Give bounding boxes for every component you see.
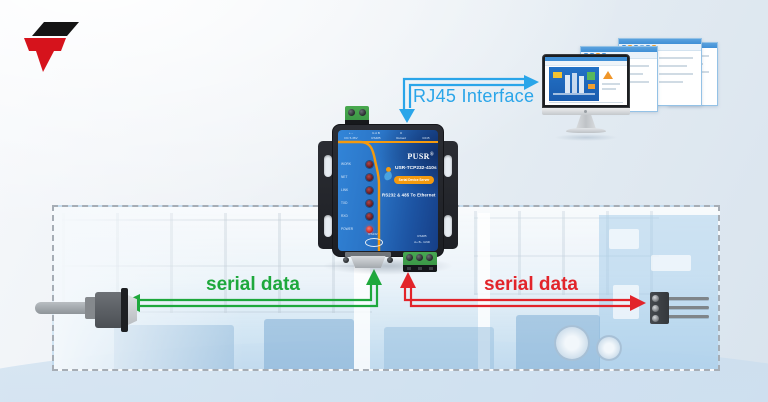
led-label: WORK bbox=[341, 162, 351, 166]
rj45-interface-label: RJ45 Interface bbox=[413, 86, 535, 106]
monitor-base bbox=[566, 128, 606, 133]
orange-stripe bbox=[338, 140, 381, 251]
device-front-panel: + − DC 5-36V G A B RS485 ⊙ Reload RJ45 W… bbox=[338, 130, 438, 251]
led-label: TXD bbox=[341, 201, 348, 205]
led-net bbox=[366, 174, 373, 181]
serial-device-server: + − DC 5-36V G A B RS485 ⊙ Reload RJ45 W… bbox=[318, 105, 458, 277]
factory-machine bbox=[264, 319, 354, 369]
screen-logo-mark bbox=[603, 71, 613, 79]
monitor-stand bbox=[576, 115, 596, 129]
rs232-port-label: RS232 bbox=[368, 232, 378, 236]
led-rxd bbox=[366, 213, 373, 220]
led-work bbox=[366, 161, 373, 168]
wire bbox=[669, 315, 709, 318]
led-label: POWER bbox=[341, 227, 354, 231]
factory-wheel bbox=[554, 325, 590, 361]
power-terminal-block bbox=[345, 106, 369, 126]
terminal-block-connector bbox=[648, 292, 714, 328]
rj45-arrow bbox=[399, 75, 539, 123]
serial-arrow-red bbox=[400, 272, 646, 311]
model-text: USR-TCP232-410s bbox=[395, 165, 437, 171]
led-link bbox=[366, 187, 373, 194]
usr-mascot-icon bbox=[386, 167, 391, 172]
computer-monitor-group bbox=[540, 36, 720, 146]
led-label: RXD bbox=[341, 214, 348, 218]
factory-wheel bbox=[596, 335, 622, 361]
scada-software-view bbox=[549, 67, 599, 101]
db9-serial-connector bbox=[35, 283, 145, 335]
led-txd bbox=[366, 200, 373, 207]
monitor-shadow bbox=[554, 134, 618, 141]
factory-machine bbox=[384, 327, 494, 369]
wire bbox=[669, 306, 709, 309]
rs485-terminal-block bbox=[403, 252, 437, 272]
brand-text: PUSR® bbox=[407, 152, 434, 161]
db9-male-port bbox=[343, 252, 393, 269]
led-label: LINK bbox=[341, 188, 349, 192]
monitor-chin bbox=[542, 108, 630, 115]
serial-data-label-right: serial data bbox=[484, 274, 578, 295]
led-label: NET bbox=[341, 175, 348, 179]
db9-outline-icon bbox=[365, 238, 383, 247]
scene-fade bbox=[54, 207, 244, 369]
banner-text: RS232 & 485 To Ethernet bbox=[382, 193, 436, 198]
subtitle-pill: Serial Device Server bbox=[394, 176, 434, 184]
wire bbox=[669, 297, 709, 300]
led-power bbox=[366, 226, 373, 233]
serial-data-label-left: serial data bbox=[206, 274, 300, 295]
orange-divider-line bbox=[338, 141, 438, 143]
t-flag-logo bbox=[24, 22, 79, 72]
monitor-screen bbox=[545, 57, 627, 105]
serial-cable bbox=[35, 302, 90, 314]
